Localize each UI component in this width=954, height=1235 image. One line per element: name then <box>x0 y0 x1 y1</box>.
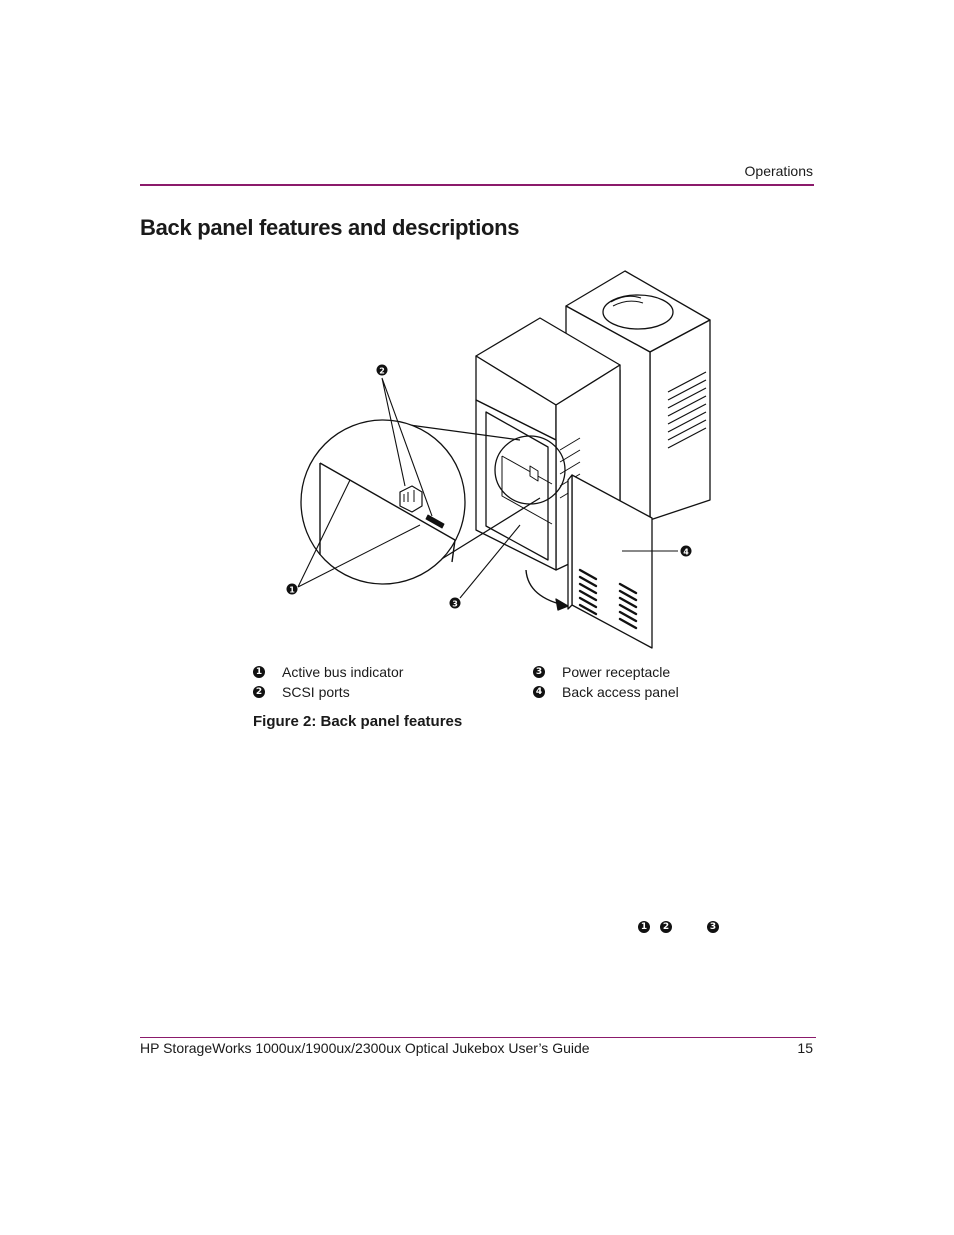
callout-4-marker: 4 <box>680 545 692 557</box>
header-rule <box>140 184 814 186</box>
callout-3-marker: 3 <box>449 597 461 609</box>
legend-item: 1 Active bus indicator <box>253 662 403 682</box>
page-number: 15 <box>797 1040 813 1056</box>
callout-icon: 3 <box>533 666 545 678</box>
callout-icon: 1 <box>253 666 265 678</box>
callout-icon: 4 <box>533 686 545 698</box>
callout-icon: 2 <box>660 921 672 933</box>
legend-label: Power receptacle <box>562 664 671 680</box>
legend-item: 4 Back access panel <box>533 682 679 702</box>
legend-item: 2 SCSI ports <box>253 682 403 702</box>
legend-label: Active bus indicator <box>282 664 404 680</box>
svg-text:4: 4 <box>683 547 689 556</box>
callout-2-marker: 2 <box>376 364 388 376</box>
running-header: Operations <box>744 163 813 179</box>
svg-text:2: 2 <box>379 366 385 375</box>
legend-label: Back access panel <box>562 684 679 700</box>
figure-caption: Figure 2: Back panel features <box>253 713 463 730</box>
legend-item: 3 Power receptacle <box>533 662 679 682</box>
callout-1-marker: 1 <box>286 583 298 595</box>
callout-icon: 2 <box>253 686 265 698</box>
legend-label: SCSI ports <box>282 684 350 700</box>
legend-right-column: 3 Power receptacle 4 Back access panel <box>533 662 679 702</box>
legend-left-column: 1 Active bus indicator 2 SCSI ports <box>253 662 403 702</box>
section-title: Back panel features and descriptions <box>140 215 520 240</box>
callout-icon: 3 <box>707 921 719 933</box>
callout-icon: 1 <box>638 921 650 933</box>
svg-text:1: 1 <box>289 585 295 594</box>
back-panel-illustration: 2 1 3 4 <box>286 270 711 649</box>
footer-guide-title: HP StorageWorks 1000ux/1900ux/2300ux Opt… <box>140 1040 590 1056</box>
svg-text:3: 3 <box>452 599 458 608</box>
footer-rule <box>140 1037 816 1038</box>
